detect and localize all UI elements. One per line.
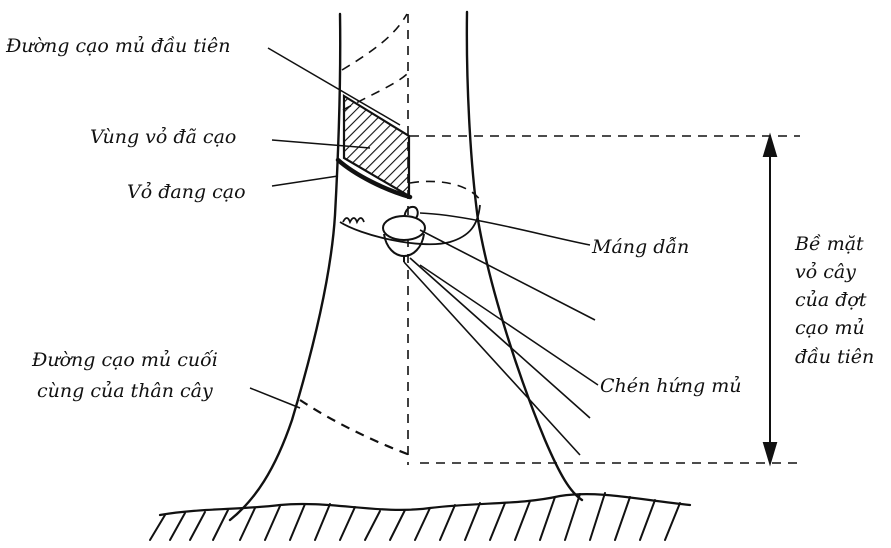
- trunk-left-edge: [228, 12, 342, 522]
- label-latex-cup: Chén hứng mủ: [600, 375, 741, 397]
- cup-wires: [403, 229, 596, 456]
- current-tapping-cut: [335, 157, 413, 200]
- leader-lines: [249, 47, 599, 409]
- label-tapped-bark: Vùng vỏ đã cạo: [90, 126, 236, 148]
- label-spout: Máng dẫn: [591, 236, 689, 258]
- height-dimension-arrow: [762, 132, 778, 467]
- dashed-back-ellipse: [409, 180, 481, 201]
- ground: [149, 492, 692, 541]
- label-last-tapping-line-1: Đường cạo mủ cuối: [31, 349, 218, 371]
- label-bark-being-tapped: Vỏ đang cạo: [127, 181, 246, 203]
- tree-trunk: [228, 10, 584, 522]
- label-last-tapping-line-2: cùng của thân cây: [37, 380, 213, 402]
- label-bark-surface-2: vỏ cây: [795, 261, 856, 283]
- spout-icon: [403, 205, 419, 223]
- spout-and-cup: [382, 205, 426, 262]
- label-bark-surface-1: Bề mặt: [794, 233, 864, 255]
- cup-rim: [382, 215, 426, 241]
- dashed-guides: [299, 13, 800, 465]
- label-first-tapping-line: Đường cạo mủ đầu tiên: [5, 35, 230, 57]
- last-tapping-line: [299, 399, 411, 457]
- dashed-upper-spiral: [341, 13, 408, 71]
- label-bark-surface-3: của đợt: [795, 289, 867, 311]
- label-bark-surface-5: đầu tiên: [795, 346, 874, 368]
- trunk-right-edge: [465, 10, 584, 502]
- label-bark-surface-4: cạo mủ: [795, 317, 865, 339]
- bark-shaving: [342, 217, 365, 225]
